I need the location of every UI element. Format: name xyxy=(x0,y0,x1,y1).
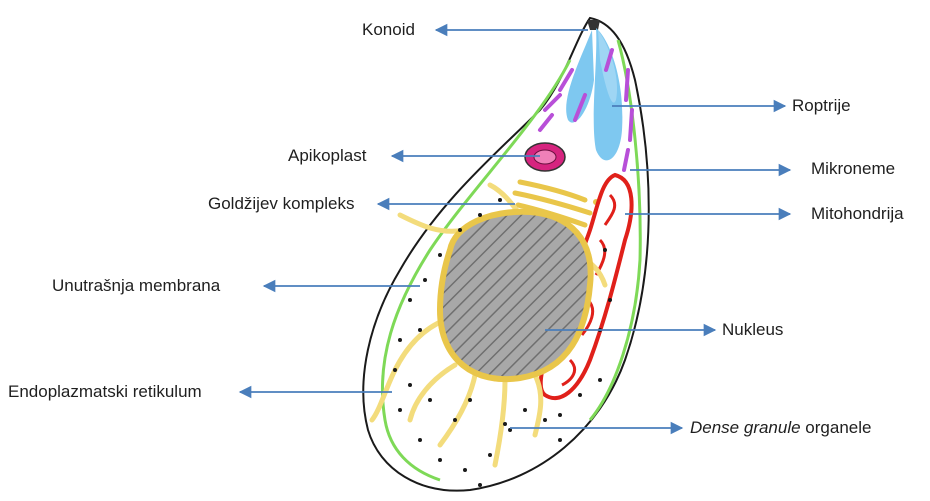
apikoplast-inner xyxy=(534,150,556,164)
label-roptrije: Roptrije xyxy=(792,96,851,116)
nucleus-shape xyxy=(440,212,591,379)
label-konoid: Konoid xyxy=(362,20,415,40)
label-unutrasnja: Unutrašnja membrana xyxy=(52,276,220,296)
label-dense-granule: Dense granule organele xyxy=(690,418,871,438)
label-endoplazmatski: Endoplazmatski retikulum xyxy=(8,382,202,402)
label-mitohondrija: Mitohondrija xyxy=(811,204,904,224)
label-mikroneme: Mikroneme xyxy=(811,159,895,179)
label-dense-rest: organele xyxy=(801,418,872,437)
label-dense-italic: Dense granule xyxy=(690,418,801,437)
label-apikoplast: Apikoplast xyxy=(288,146,366,166)
label-goldzi: Goldžijev kompleks xyxy=(208,194,354,214)
label-nukleus: Nukleus xyxy=(722,320,783,340)
